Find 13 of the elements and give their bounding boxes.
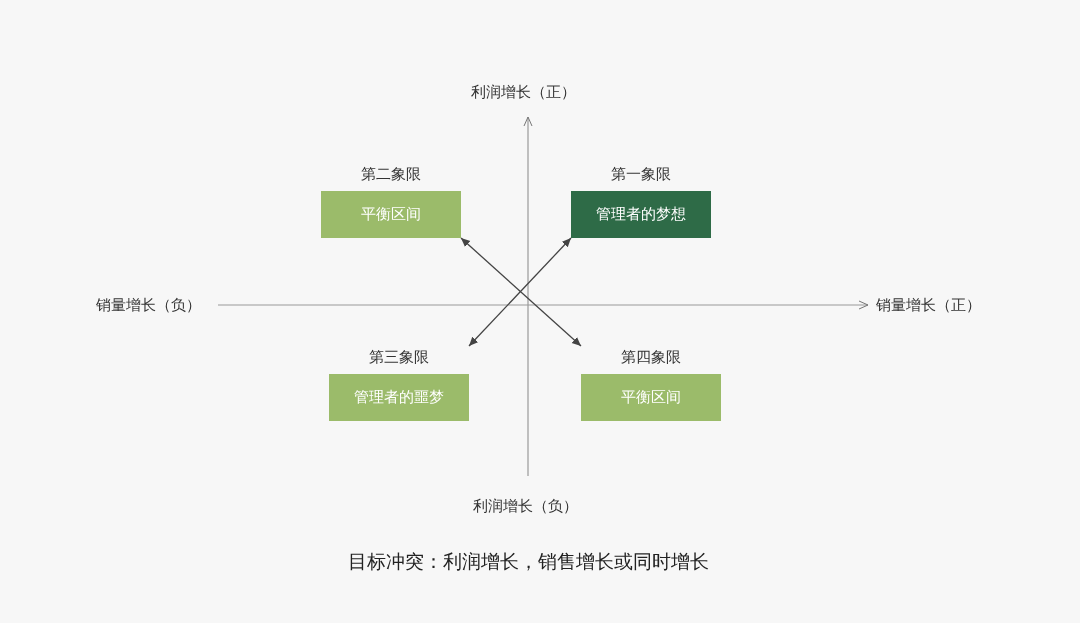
quadrant-heading: 第一象限 xyxy=(610,164,672,185)
quadrant-box: 管理者的噩梦 xyxy=(329,374,469,421)
axis-label: 销量增长（正） xyxy=(875,295,981,315)
axis-label: 利润增长（负） xyxy=(472,496,578,516)
quadrant-box: 平衡区间 xyxy=(321,191,461,238)
quadrant-box: 平衡区间 xyxy=(581,374,721,421)
axis-label: 销量增长（负） xyxy=(95,295,201,315)
caption: 目标冲突：利润增长，销售增长或同时增长 xyxy=(347,549,709,574)
quadrant-heading: 第二象限 xyxy=(360,164,422,185)
quadrant-heading: 第三象限 xyxy=(368,347,430,368)
quadrant-heading: 第四象限 xyxy=(620,347,682,368)
quadrant-box: 管理者的梦想 xyxy=(571,191,711,238)
axis-label: 利润增长（正） xyxy=(470,82,576,102)
